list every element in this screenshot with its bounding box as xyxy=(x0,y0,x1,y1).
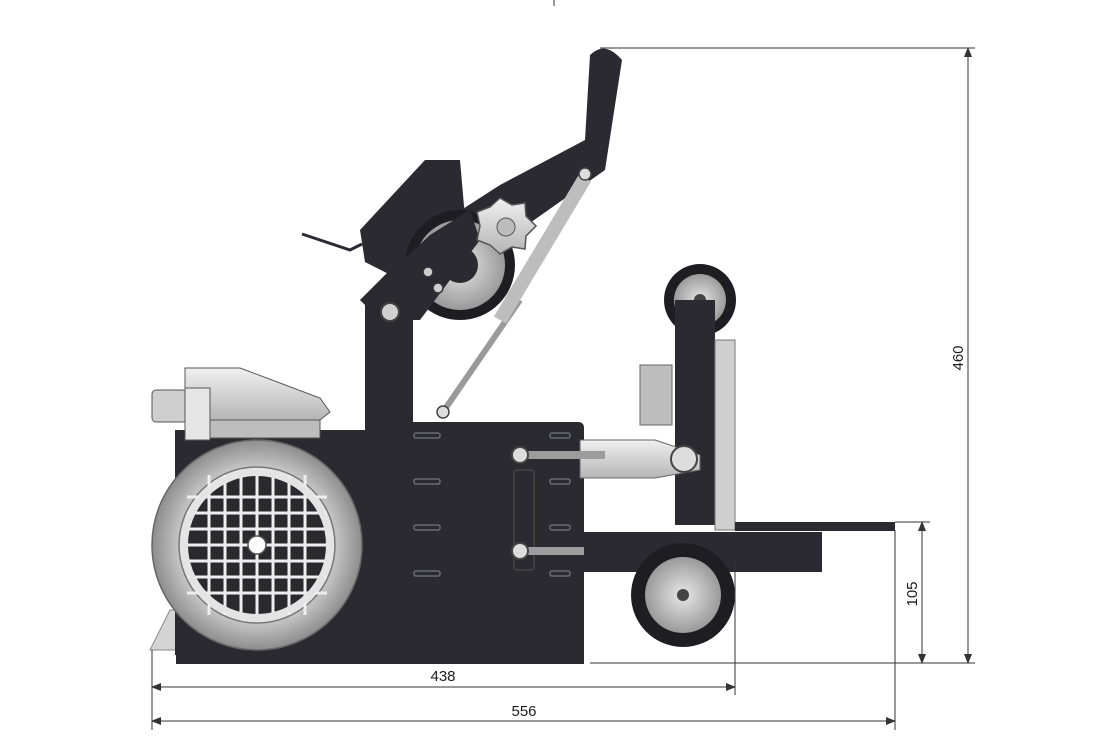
dimension-lines xyxy=(151,47,975,730)
fan-grille xyxy=(187,475,327,615)
plate-slots xyxy=(413,432,571,577)
dimension-label-total-height: 460 xyxy=(950,345,967,370)
gas-spring xyxy=(436,167,592,419)
pivot-bolt xyxy=(380,302,400,322)
work-table xyxy=(584,522,895,572)
star-knob xyxy=(476,197,538,255)
lower-wheel xyxy=(631,543,735,647)
platen xyxy=(714,339,736,531)
main-plate xyxy=(365,422,584,660)
belt xyxy=(675,300,715,525)
dimension-label-base-length: 438 xyxy=(430,668,455,685)
terminal-box xyxy=(151,367,331,441)
tool-rest xyxy=(579,364,701,479)
motor-fan-cover xyxy=(151,439,363,651)
dimension-label-total-length: 556 xyxy=(511,703,536,720)
dimension-label-table-height: 105 xyxy=(904,581,921,606)
belt-grinder-machine xyxy=(149,48,895,664)
